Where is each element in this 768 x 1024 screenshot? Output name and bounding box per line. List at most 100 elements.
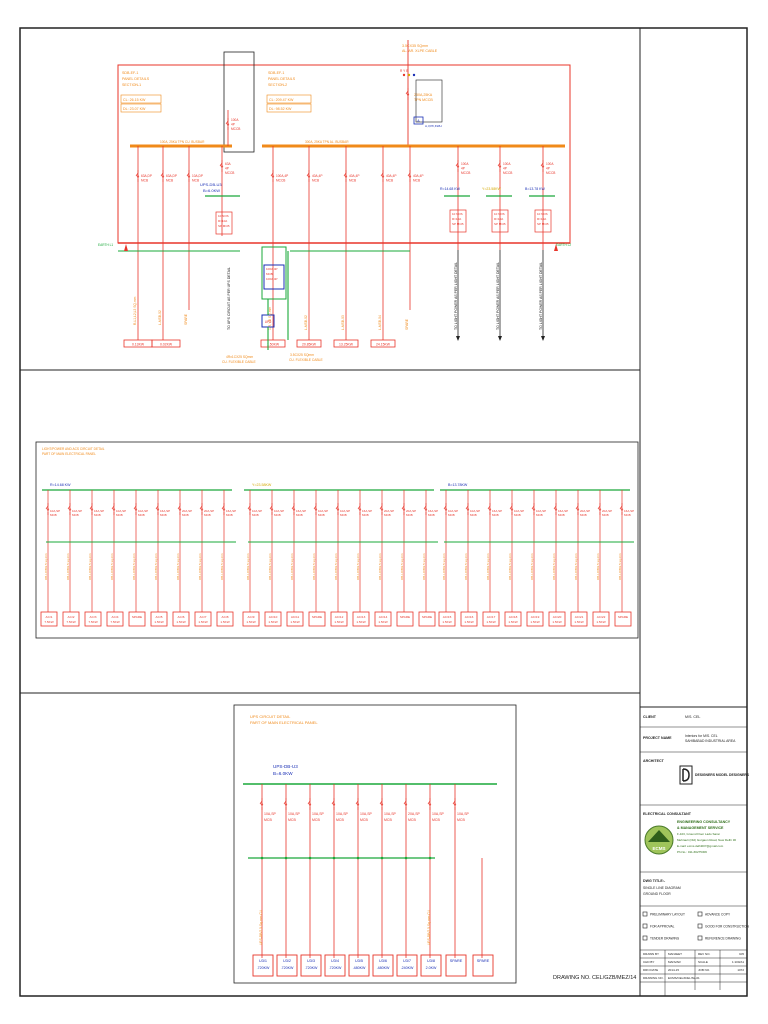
circuit-mcb-label: 20A,SP xyxy=(580,509,590,513)
tie-mccb-label: MCCB xyxy=(231,127,240,131)
client-name: M/S. CEL xyxy=(685,715,700,719)
circuit-cable-desc: DB-L/DB/2.5 sq.mm xyxy=(530,553,534,580)
circuit-mcb-label: 16A,SP xyxy=(296,509,306,513)
circuit-mcb-type: MCB xyxy=(514,513,521,517)
ups-mcb-type: MCB xyxy=(457,818,465,822)
breaker-contact xyxy=(424,508,428,511)
tpn-mccb-label: 4P xyxy=(461,167,465,171)
info-key: JOB NO. xyxy=(698,968,710,972)
ups-mcb-label: 10A,SP xyxy=(457,812,470,816)
circuit-cable-desc: DB-L/DB/2.5 sq.mm xyxy=(176,553,180,580)
circuit-mcb-label: 10A,SP xyxy=(138,509,148,513)
ups-ss-label: SP MCB xyxy=(218,224,229,228)
ups-load-kw: .480KW xyxy=(377,966,390,970)
circuit-load-box xyxy=(286,611,304,627)
lhs-busbar-label: 100A, 25KA TPN CU. BUSBAR xyxy=(160,140,205,144)
check-label: PRELIMINARY LAYOUT xyxy=(650,913,685,917)
circuit-load-kw: 1.5KW xyxy=(486,620,495,624)
breaker-contact xyxy=(200,508,204,511)
consultant-label: ELECTRICAL CONSULTANT xyxy=(643,812,692,816)
circuit-mcb-type: MCB xyxy=(72,513,79,517)
circuit-load-box xyxy=(482,611,500,627)
ups-load-kw: .720KW xyxy=(305,966,318,970)
rhs-feeder-desc: L-MSB-03 xyxy=(341,315,345,330)
ups-ss-label: R=10A xyxy=(218,219,227,223)
project-line-1: Interiors for M/S. CEL xyxy=(685,734,718,738)
circuit-load-box xyxy=(592,611,610,627)
rhs-load-box xyxy=(260,339,286,348)
checkbox xyxy=(697,923,703,929)
breaker-contact xyxy=(598,508,602,511)
circuit-load-kw: 1.5KW xyxy=(220,620,229,624)
circuit-load-kw: 1.5KW xyxy=(378,620,387,624)
rhs-panel-section: SECTION-2 xyxy=(268,83,287,87)
circuit-mcb-label: 10A,SP xyxy=(318,509,328,513)
lhs-mcb-label: 63A,DP xyxy=(166,174,177,178)
ups-mcb-label: 10A,SP xyxy=(312,812,325,816)
breaker-symbol xyxy=(133,503,137,515)
ups-load-kw: .720KW xyxy=(329,966,342,970)
ups-mcb-label: 10A,SP xyxy=(264,812,277,816)
circuit-load-box xyxy=(40,611,58,627)
circuit-load-kw: 1.5KW xyxy=(198,620,207,624)
rhs-panel-name: SDB-EF-1 xyxy=(268,71,284,75)
lhs-panel-sub: PANEL DETAILS xyxy=(122,77,150,81)
circuit-load-box xyxy=(548,611,566,627)
consultant-line: F-103, Ground Floor Lado Sarai xyxy=(677,832,720,836)
circuit-load-name: AC/12 xyxy=(335,615,344,619)
breaker-symbol xyxy=(427,798,431,810)
junction-dot xyxy=(428,856,432,860)
breaker-contact xyxy=(381,175,385,178)
info-value: MANVAR xyxy=(668,960,681,964)
consultant-line: Mehrauli (Old) Gurgaon Road, New Delhi 3… xyxy=(677,838,736,842)
architect-label: ARCHITECT xyxy=(643,759,665,763)
breaker-symbol xyxy=(160,170,164,182)
breaker-symbol xyxy=(306,170,310,182)
breaker-contact xyxy=(510,508,514,511)
circuit-cable-desc: DB-L/DB/2.5 sq.mm xyxy=(508,553,512,580)
ups-bus-label: UPS-DB-U3 xyxy=(273,764,298,769)
circuit-load-box xyxy=(242,611,260,627)
info-value: 1:100/A1 xyxy=(732,960,744,964)
check-label: ADVANCE COPY xyxy=(705,913,731,917)
ups-bus-load: B=6.0KW xyxy=(273,771,293,776)
tie-mccb-label: 4P xyxy=(231,123,235,127)
circuit-load-box xyxy=(106,611,124,627)
lhs-mcb-label: MCB xyxy=(192,179,199,183)
circuit-load-box xyxy=(62,611,80,627)
circuit-load-box xyxy=(418,611,436,627)
circuit-mcb-type: MCB xyxy=(492,513,499,517)
circuit-mcb-label: 16A,SP xyxy=(362,509,372,513)
circuit-mcb-type: MCB xyxy=(182,513,189,517)
circuit-mcb-type: MCB xyxy=(204,513,211,517)
junction-dot xyxy=(284,856,288,860)
breaker-contact xyxy=(270,508,274,511)
breaker-contact xyxy=(380,803,384,806)
circuit-load-name: AC/8 xyxy=(222,615,229,619)
circuit-load-name: SPARE xyxy=(618,615,628,619)
consultant-logo-text: ECMS xyxy=(652,846,665,851)
circuit-cable-desc: DB-L/DB/2.5 sq.mm xyxy=(154,553,158,580)
circuit-title-2: PART OF MAIN ELECTRICAL PANEL xyxy=(42,452,96,456)
circuit-mcb-type: MCB xyxy=(138,513,145,517)
circuit-cable-desc: DB-L/DB/2.5 sq.mm xyxy=(110,553,114,580)
breaker-contact xyxy=(380,508,384,511)
ups-cable-desc: UPS-DB/2.5 Sq.mm CU xyxy=(259,909,263,945)
arrow-icon xyxy=(456,336,460,341)
breaker-symbol xyxy=(619,503,623,515)
rhs-load: 24.15KW xyxy=(376,343,391,347)
circuit-mcb-label: 20A,SP xyxy=(602,509,612,513)
circuit-load-kw: 1.5KW xyxy=(464,620,473,624)
circuit-cable-desc: DB-L/DB/2.5 sq.mm xyxy=(442,553,446,580)
tpn-mccb-label: 4P xyxy=(546,167,550,171)
incomer-rating: 250A,25KA xyxy=(414,93,433,97)
breaker-symbol xyxy=(111,503,115,515)
rhs-dl: DL: 98.52 KW xyxy=(269,107,292,111)
circuit-load-name: AC/3 xyxy=(90,615,97,619)
ups-feeder-desc: TO UPS CIRCUIT AS PER UPS DETAIL xyxy=(227,267,231,330)
lhs-mcb-label: MCB xyxy=(141,179,148,183)
ups-box-label: UPS xyxy=(265,320,272,324)
lhs-mcb-label: MCB xyxy=(166,179,173,183)
circuit-load-kw: 1.5KW xyxy=(442,620,451,624)
